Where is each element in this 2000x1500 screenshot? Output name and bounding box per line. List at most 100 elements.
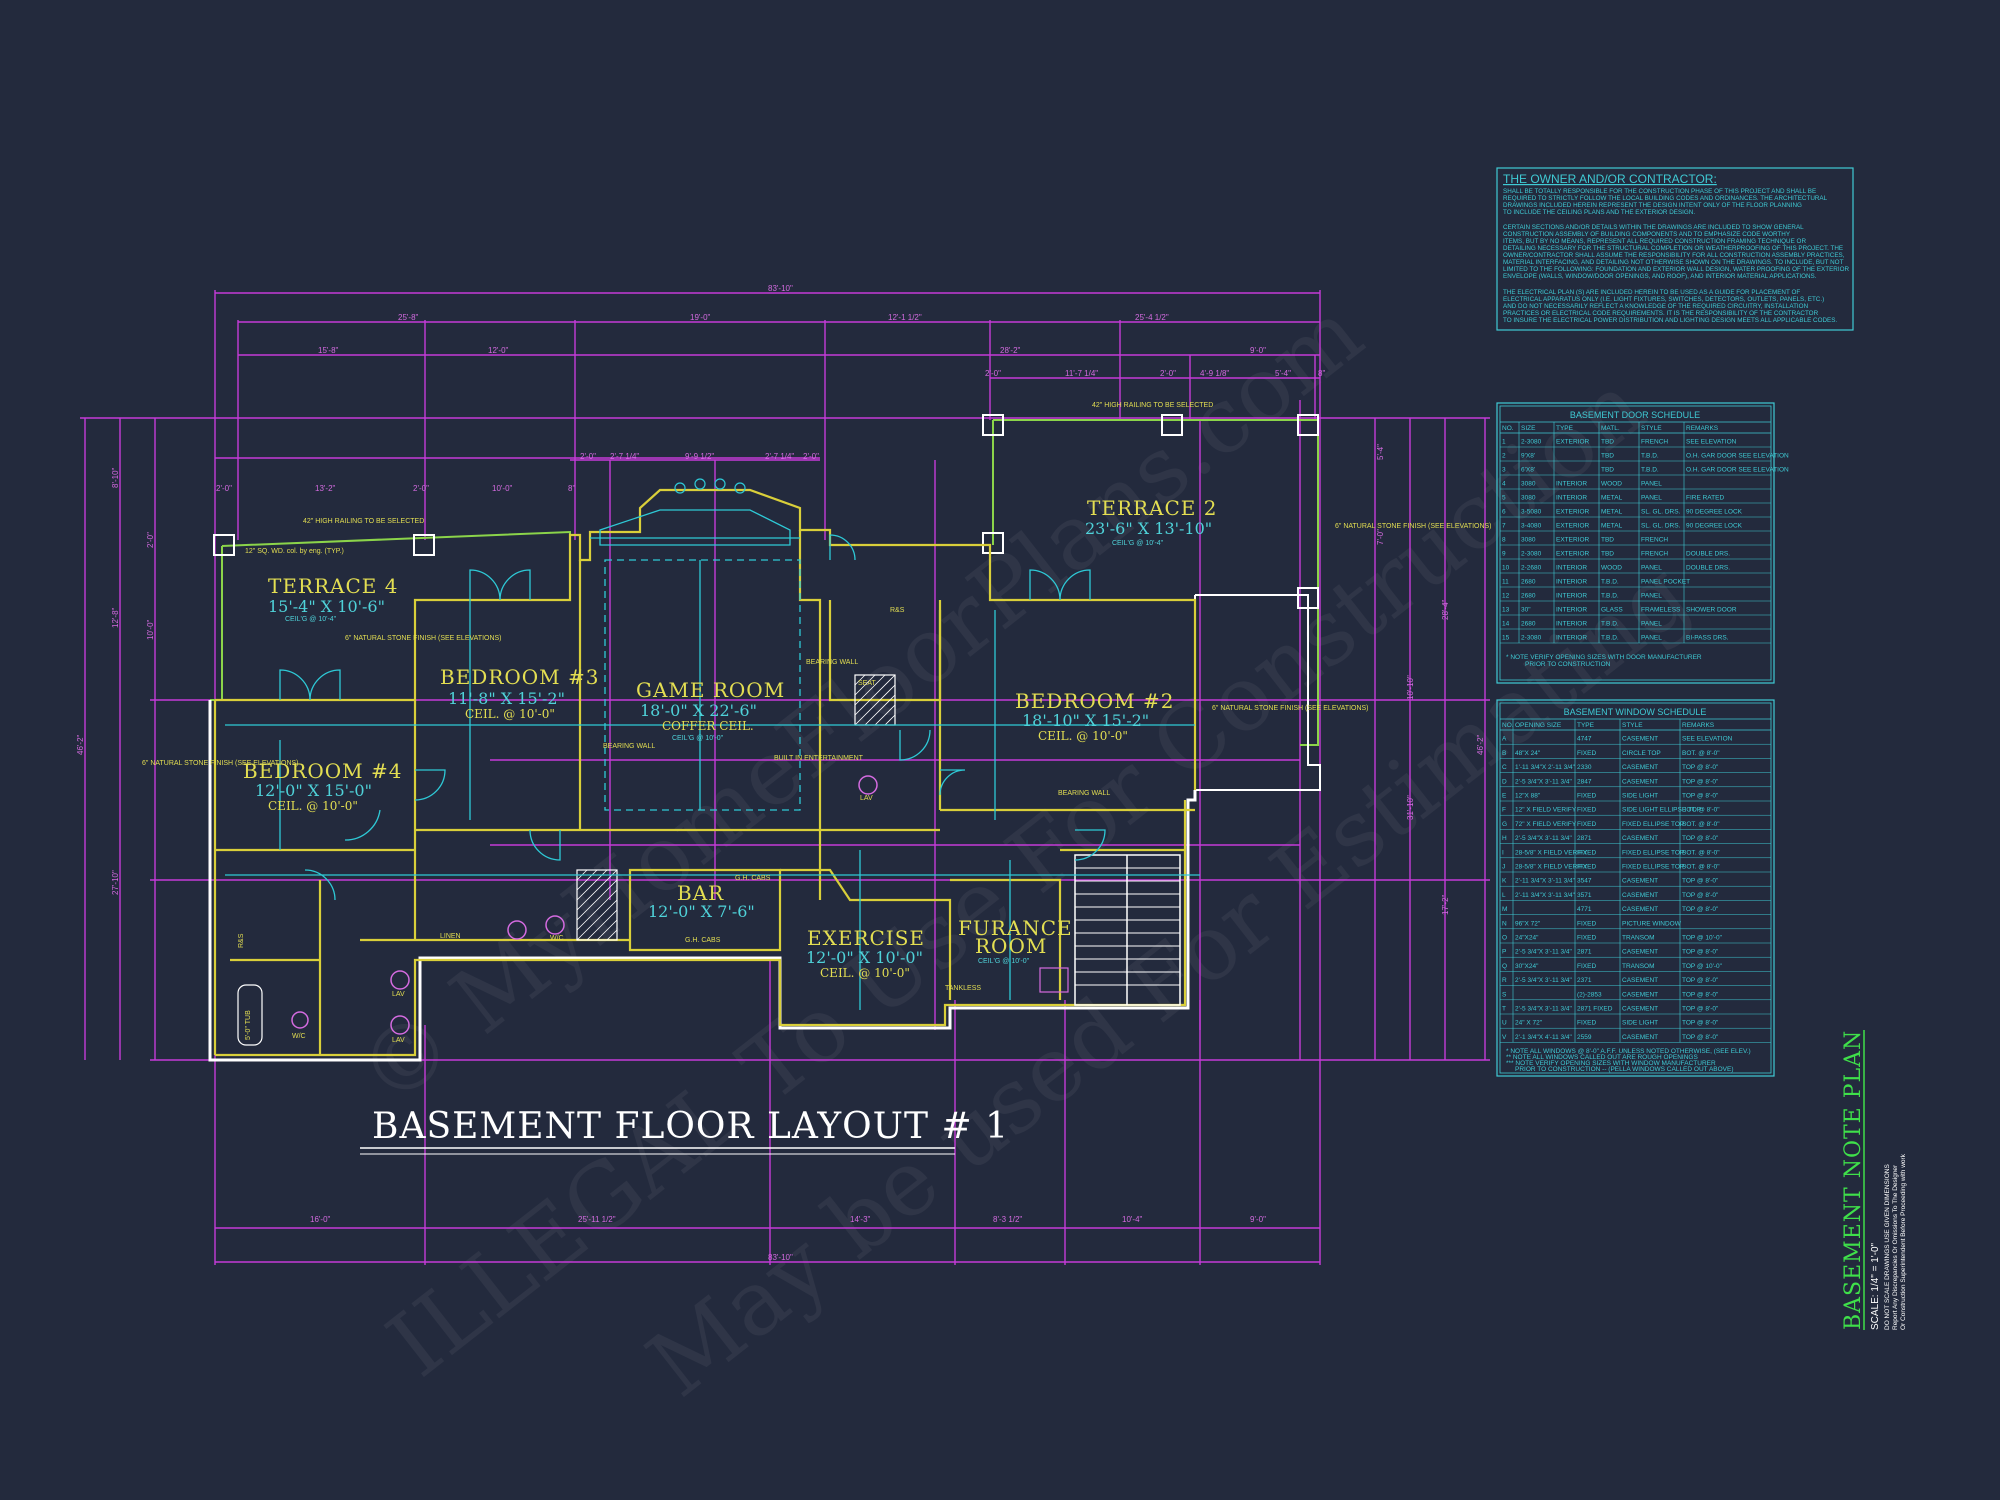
dim-top-19: 8" [568,484,575,493]
window-schedule-cell: FIXED [1577,821,1596,828]
svg-text:THE ELECTRICAL PLAN (S) ARE IN: THE ELECTRICAL PLAN (S) ARE INCLUDED HER… [1503,289,1800,296]
door-schedule-cell: T.B.D. [1601,635,1619,642]
window-schedule-cell: 3571 [1577,892,1592,899]
window-schedule-cell: FIXED [1577,1020,1596,1027]
window-schedule-cell: 3547 [1577,878,1592,885]
room-dims: 18'-10" X 15'-2" [1022,711,1149,730]
door-schedule-cell: EXTERIOR [1556,537,1590,544]
dim-bottom-5: 10'-4" [1122,1215,1143,1224]
door-schedule-cell: EXTERIOR [1556,551,1590,558]
door-schedule-cell: 9 [1502,551,1506,558]
dim-right-3: 28'-4" [1441,599,1450,620]
floor-plan [208,414,1321,1062]
column-2 [413,534,435,556]
dim-top-14: 8" [1318,369,1325,378]
door-schedule-cell: INTERIOR [1556,607,1587,614]
window-schedule-cell: 72" X FIELD VERIFY [1515,821,1577,828]
door-schedule-cell: PANEL [1641,481,1662,488]
side-title-block: BASEMENT NOTE PLAN SCALE: 1/4" = 1'-0" D… [1841,1030,1907,1330]
window-schedule-cell: R [1502,977,1507,984]
door-schedule-cell: SL. GL. DRS. [1641,523,1681,530]
dim-bottom-overall: 83'-10" [768,1253,793,1262]
main-outline [215,488,1197,790]
window-schedule-cell: TOP @ 8'-0" [1682,991,1719,998]
railing-note-1: 42" HIGH RAILING TO BE SELECTED [303,518,424,525]
room-name: BEDROOM #4 [243,759,403,783]
seat-note: SEAT [858,680,876,687]
window-schedule-cell: CASEMENT [1622,764,1658,771]
window-schedule-cell: TOP @ 8'-0" [1682,1006,1719,1013]
door-schedule-cell: INTERIOR [1556,593,1587,600]
window-schedule-cell: T [1502,1006,1506,1013]
window-schedule-cell: 30"X24" [1515,963,1539,970]
window-schedule-cell: 2'-5 3/4"X 3'-11 3/4" [1515,977,1573,984]
window-schedule-cell: FIXED [1577,793,1596,800]
column-1 [213,534,235,556]
door-schedule-cell: 5 [1502,495,1506,502]
built-in-note: BUILT IN ENTERTAINMENT [774,755,864,762]
svg-text:AND DO NOT NECESSARILY REFLECT: AND DO NOT NECESSARILY REFLECT A KNOWLED… [1503,303,1809,310]
door-schedule-cell: PANEL POCKET [1641,579,1690,586]
bearing-wall-2: BEARING WALL [806,659,858,666]
window-schedule-cell: 2330 [1577,764,1592,771]
window-schedule-cell: 48"X 24" [1515,750,1541,757]
dim-left-4: 10'-0" [146,619,155,640]
dim-top-13: 5'-4" [1275,369,1291,378]
door-schedule-col-header: STYLE [1641,425,1662,432]
svg-text:REQUIRED TO STRICTLY FOLLOW TH: REQUIRED TO STRICTLY FOLLOW THE LOCAL BU… [1503,195,1828,202]
door-schedule-cell: PANEL [1641,621,1662,628]
room-name: GAME ROOM [636,678,785,702]
window-schedule-cell: FIXED [1577,807,1596,814]
room-bar: BAR 12'-0" X 7'-6" [648,881,755,921]
door-schedule-title: BASEMENT DOOR SCHEDULE [1570,410,1700,420]
room-bedroom-3: BEDROOM #3 11'-8" X 15'-2" CEIL. @ 10'-0… [440,665,599,721]
room-name: BEDROOM #2 [1015,689,1175,713]
door-schedule-cell: 2680 [1521,593,1536,600]
door-schedule-cell: EXTERIOR [1556,439,1590,446]
dim-top-3: 12'-1 1/2" [888,313,922,322]
window-schedule-cell: TOP @ 8'-0" [1682,949,1719,956]
column-5 [1297,414,1319,436]
tankless-note: TANKLESS [945,985,981,992]
window-schedule-cell: 2'-5 3/4"X 3'-11 3/4" [1515,949,1573,956]
window-schedule-cell: CASEMENT [1622,878,1658,885]
room-ceil: CEIL. @ 10'-0" [1038,729,1128,743]
dim-right-4: 10'-10" [1406,675,1415,700]
door-schedule-cell: 6'X8' [1521,467,1535,474]
window-schedule-cell: 4771 [1577,906,1592,913]
dim-top-11: 2'-0" [1160,369,1176,378]
room-name: BAR [677,881,724,905]
window-schedule-cell: TOP @ 8'-0" [1682,1020,1719,1027]
door-schedule-cell: WOOD [1601,481,1622,488]
dim-top-15: 2'-0" [216,484,232,493]
coffer-ceiling [604,559,801,811]
dim-bottom-3: 14'-3" [850,1215,871,1224]
window-schedule-cell: CASEMENT [1622,949,1658,956]
window-schedule-cell: J [1502,864,1505,871]
dim-top-5: 15'-8" [318,346,339,355]
bearing-wall-3: BEARING WALL [1058,790,1110,797]
door-schedule-cell: 4 [1502,481,1506,488]
window-schedule-cell: TOP @ 8'-0" [1682,793,1719,800]
window-schedule-cell: CASEMENT [1622,977,1658,984]
window-schedule-cell: TOP @ 10'-0" [1682,935,1723,942]
cabinet-note-2: G.H. CABS [735,875,771,882]
outer-wall-bottom [208,700,1197,1062]
annotations: 42" HIGH RAILING TO BE SELECTED 42" HIGH… [142,402,1492,1044]
door-schedule-cell: INTERIOR [1556,579,1587,586]
svg-text:SHALL BE TOTALLY RESPONSIBLE F: SHALL BE TOTALLY RESPONSIBLE FOR THE CON… [1503,188,1816,195]
window-schedule-cell: V [1502,1034,1507,1041]
room-dims: 23'-6" X 13'-10" [1085,519,1212,538]
door-schedule-cell: T.B.D. [1641,467,1659,474]
